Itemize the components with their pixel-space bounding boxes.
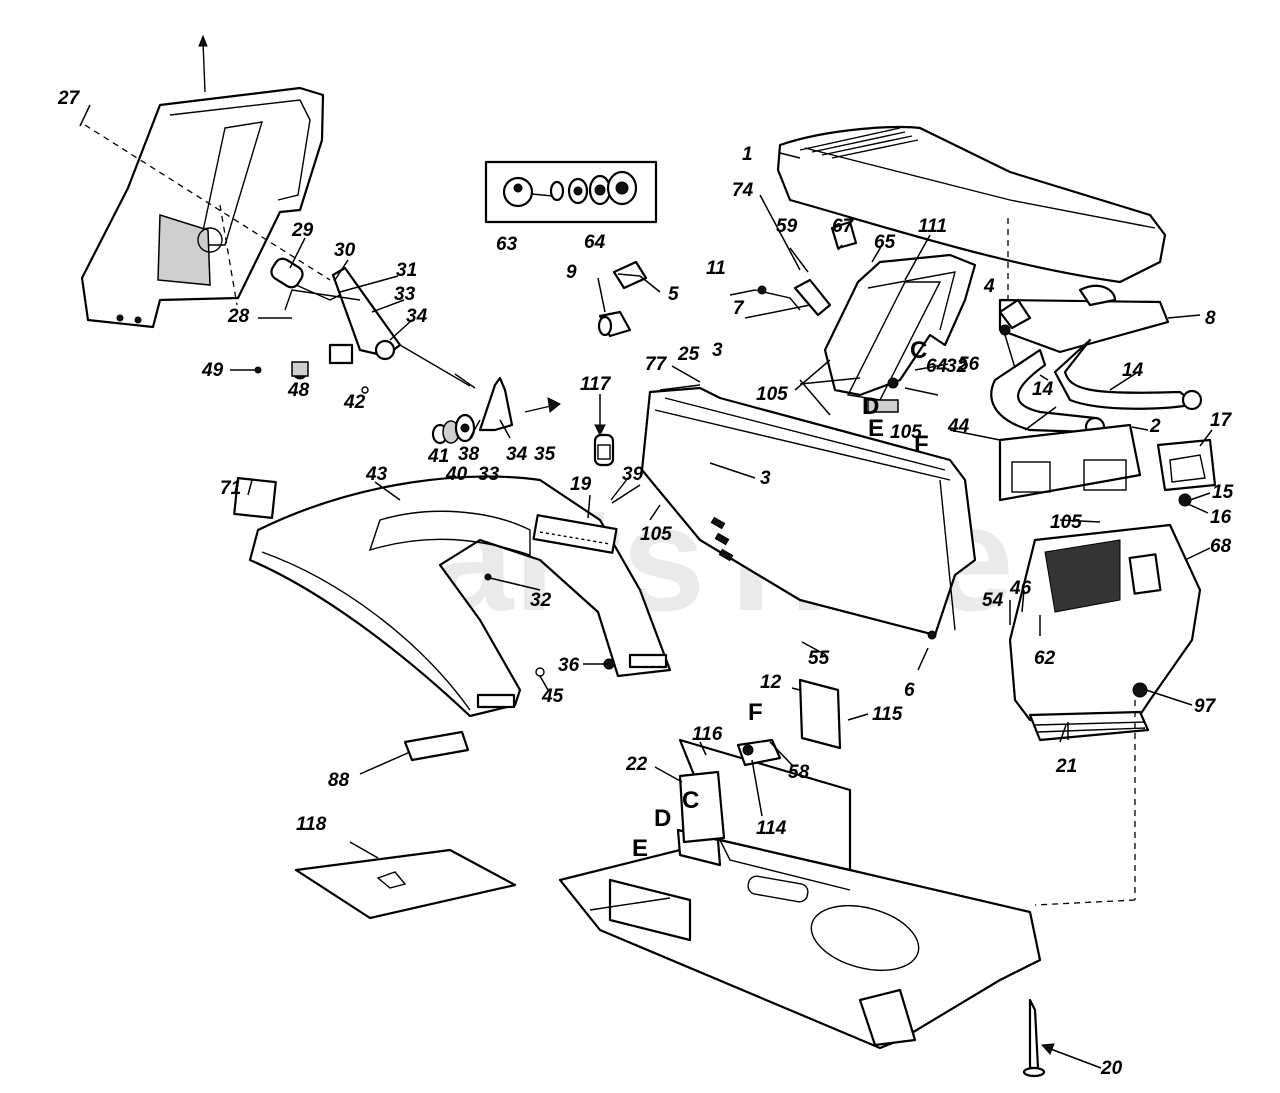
callout-39: 39: [622, 464, 644, 485]
callout-33a: 33: [394, 284, 416, 305]
callout-45: 45: [541, 686, 564, 707]
left-fender: [233, 433, 672, 762]
callout-38: 38: [458, 444, 480, 465]
callout-3a: 3: [712, 340, 723, 361]
callout-48: 48: [287, 380, 310, 401]
callout-35: 35: [534, 444, 556, 465]
callout-34b: 34: [506, 444, 528, 465]
callout-88: 88: [328, 770, 350, 791]
callout-46: 46: [1009, 578, 1032, 599]
callout-16: 16: [1210, 507, 1232, 528]
callout-62: 62: [1034, 648, 1056, 669]
letter-c-bottom: C: [682, 787, 699, 814]
callout-19: 19: [570, 474, 592, 495]
callout-64a: 64: [584, 232, 606, 253]
callout-63: 63: [496, 234, 518, 255]
callout-31: 31: [396, 260, 417, 281]
callout-1: 1: [742, 144, 753, 165]
callout-116: 116: [692, 724, 723, 745]
rear-panel: [640, 386, 977, 640]
callout-12: 12: [760, 672, 782, 693]
callout-29: 29: [291, 220, 314, 241]
callout-2: 2: [1149, 416, 1161, 437]
callout-117: 117: [580, 374, 612, 395]
callout-65: 65: [874, 232, 896, 253]
callout-34a: 34: [406, 306, 428, 327]
tractor-frame: [558, 678, 1046, 1078]
letter-f-top: F: [914, 431, 929, 458]
letter-e-bottom: E: [632, 835, 648, 862]
callout-41: 41: [427, 446, 449, 467]
seat-bracket: [990, 284, 1203, 438]
callout-28: 28: [227, 306, 250, 327]
callout-15: 15: [1212, 482, 1234, 503]
callout-14b: 14: [1032, 379, 1054, 400]
leader-lines: [79, 104, 1213, 1069]
callout-17: 17: [1210, 410, 1233, 431]
letter-c-top: C: [910, 337, 927, 364]
callout-8: 8: [1205, 308, 1216, 329]
callout-27: 27: [57, 88, 81, 109]
callout-118: 118: [296, 814, 327, 835]
callout-3b: 3: [760, 468, 771, 489]
callout-25: 25: [677, 344, 700, 365]
callout-43: 43: [365, 464, 388, 485]
callout-58: 58: [788, 762, 810, 783]
callout-59: 59: [776, 216, 798, 237]
callout-labels: 27 28 29 30 31 33 34 49 48 42 41 40 38 3…: [57, 88, 1234, 1079]
callout-68: 68: [1210, 536, 1232, 557]
callout-32a: 32: [530, 590, 552, 611]
callout-30: 30: [334, 240, 356, 261]
callout-115: 115: [872, 704, 903, 725]
callout-114: 114: [756, 818, 787, 839]
callout-105b: 105: [640, 524, 672, 545]
letter-f-bottom: F: [748, 699, 763, 726]
front-hood: [998, 423, 1217, 906]
callout-56: 56: [958, 354, 980, 375]
letter-e-top: E: [868, 415, 884, 442]
callout-71: 71: [220, 478, 241, 499]
callout-33b: 33: [478, 464, 500, 485]
callout-64b: 64: [926, 356, 948, 377]
callout-49: 49: [201, 360, 224, 381]
callout-9: 9: [566, 262, 577, 283]
callout-11: 11: [706, 258, 726, 279]
letter-d-bottom: D: [654, 805, 671, 832]
letter-d-top: D: [862, 393, 879, 420]
callout-42: 42: [343, 392, 366, 413]
callout-7: 7: [733, 298, 745, 319]
callout-77: 77: [645, 354, 668, 375]
callout-5: 5: [668, 284, 679, 305]
callout-111: 111: [918, 216, 947, 237]
console-bracket: [754, 220, 977, 413]
seat: [776, 125, 1167, 300]
callout-20: 20: [1100, 1058, 1123, 1079]
callout-105a: 105: [756, 384, 788, 405]
callout-67: 67: [832, 216, 855, 237]
callout-6: 6: [904, 680, 915, 701]
dash-panel-assembly: [80, 34, 331, 329]
callout-54: 54: [982, 590, 1004, 611]
callout-22: 22: [625, 754, 648, 775]
callout-36: 36: [558, 655, 580, 676]
callout-4: 4: [983, 276, 995, 297]
callout-74: 74: [732, 180, 754, 201]
callout-32b: 32: [946, 356, 968, 377]
connector-parts: [597, 260, 648, 338]
callout-40: 40: [445, 464, 468, 485]
callout-44: 44: [947, 416, 970, 437]
bracket-plate: [678, 770, 726, 844]
callout-97: 97: [1194, 696, 1217, 717]
callout-55: 55: [808, 648, 830, 669]
callout-21: 21: [1055, 756, 1077, 777]
key-switch-inset: [484, 160, 658, 224]
callout-14a: 14: [1122, 360, 1144, 381]
callout-105c: 105: [890, 422, 922, 443]
callout-105d: 105: [1050, 512, 1082, 533]
connection-letters: C D E F F C D E: [632, 337, 929, 862]
